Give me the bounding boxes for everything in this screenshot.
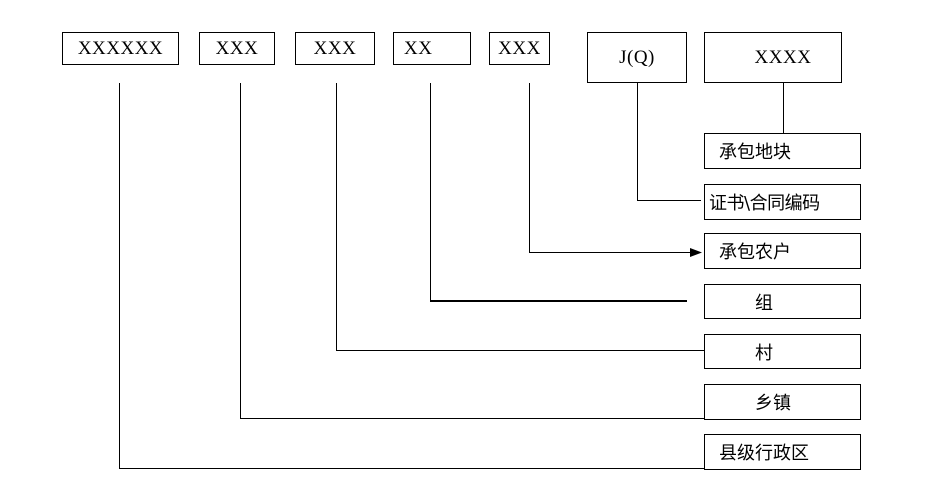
label-box-town: 乡镇: [704, 384, 861, 420]
connector-certificate-horizontal: [637, 200, 701, 201]
code-box-town: XXX: [199, 32, 275, 65]
code-box-village: XXX: [295, 32, 375, 65]
connector-town-vertical: [240, 83, 241, 419]
label-box-county: 县级行政区: [704, 434, 861, 470]
code-box-certificate: J(Q): [587, 32, 687, 83]
connector-town-horizontal: [240, 418, 704, 419]
label-box-household: 承包农户: [704, 233, 861, 269]
connector-certificate-vertical: [637, 83, 638, 201]
connector-county-vertical: [119, 83, 120, 469]
code-box-plot: XXXX: [704, 32, 842, 83]
connector-household-horizontal: [529, 252, 695, 253]
connector-county-horizontal: [119, 468, 704, 469]
label-box-plot: 承包地块: [704, 133, 861, 169]
connector-village-horizontal: [336, 350, 704, 351]
code-box-county: XXXXXX: [62, 32, 179, 65]
code-box-group: XX: [393, 32, 471, 65]
label-box-certificate: 证书\合同编码: [704, 184, 861, 220]
connector-plot: [783, 83, 784, 133]
connector-household-vertical: [529, 83, 530, 253]
label-box-group: 组: [704, 284, 861, 319]
connector-village-vertical: [336, 83, 337, 351]
connector-group-vertical: [430, 83, 431, 301]
arrow-head-icon: [690, 248, 702, 257]
code-box-household: XXX: [489, 32, 550, 65]
label-box-village: 村: [704, 334, 861, 369]
connector-group-horizontal: [430, 300, 687, 302]
